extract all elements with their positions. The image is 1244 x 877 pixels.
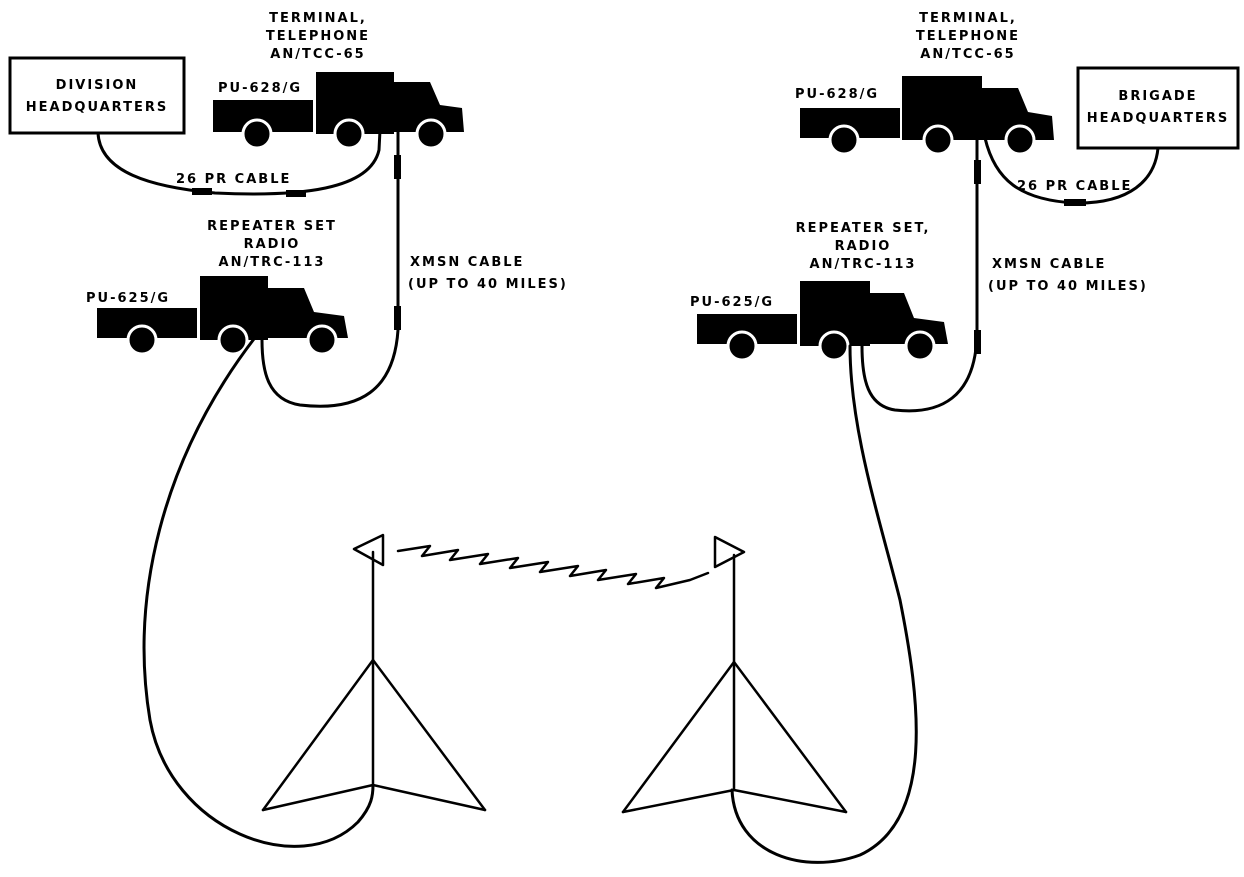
right-repeater-label-2: RADIO: [835, 239, 892, 254]
right-cable-connector-1: [1064, 199, 1086, 206]
right-repeater-label-3: AN/TRC-113: [810, 257, 917, 272]
right-xmsn-label-2: (UP TO 40 MILES): [988, 279, 1148, 294]
left-terminal-label-3: AN/TCC-65: [270, 47, 365, 62]
right-antenna-cable: [732, 346, 916, 862]
left-site: DIVISION HEADQUARTERS TERMINAL, TELEPHON…: [10, 11, 568, 846]
left-repeater-label-1: REPEATER SET: [207, 219, 337, 234]
right-terminal-label-3: AN/TCC-65: [920, 47, 1015, 62]
brigade-hq-label-1: BRIGADE: [1118, 89, 1197, 104]
division-hq-label-2: HEADQUARTERS: [26, 100, 168, 115]
right-repeater-generator-label: PU-625/G: [690, 295, 774, 310]
left-cable-connector-2: [286, 190, 306, 197]
right-terminal-generator-label: PU-628/G: [795, 87, 879, 102]
right-terminal-label-2: TELEPHONE: [916, 29, 1020, 44]
left-repeater-generator-label: PU-625/G: [86, 291, 170, 306]
left-26pr-cable-label: 26 PR CABLE: [176, 172, 291, 187]
right-site: BRIGADE HEADQUARTERS TERMINAL, TELEPHONE…: [623, 11, 1238, 862]
division-hq-label-1: DIVISION: [56, 78, 139, 93]
left-cable-connector-1: [192, 188, 212, 195]
left-xmsn-label-2: (UP TO 40 MILES): [408, 277, 568, 292]
left-terminal-label-1: TERMINAL,: [269, 11, 367, 26]
right-repeater-truck: [697, 281, 948, 360]
left-xmsn-connector-1: [394, 155, 401, 179]
right-xmsn-cable: [862, 138, 977, 411]
right-xmsn-connector-2: [974, 330, 981, 354]
left-antenna-cable: [144, 335, 373, 846]
right-xmsn-connector-1: [974, 160, 981, 184]
division-headquarters-box: [10, 58, 184, 133]
left-terminal-label-2: TELEPHONE: [266, 29, 370, 44]
brigade-hq-label-2: HEADQUARTERS: [1087, 111, 1229, 126]
brigade-headquarters-box: [1078, 68, 1238, 148]
left-repeater-truck: [97, 276, 348, 354]
right-terminal-label-1: TERMINAL,: [919, 11, 1017, 26]
right-repeater-label-1: REPEATER SET,: [796, 221, 931, 236]
right-antenna-icon: [715, 537, 744, 567]
left-antenna-icon: [354, 535, 383, 565]
right-xmsn-label-1: XMSN CABLE: [992, 257, 1106, 272]
left-repeater-label-3: AN/TRC-113: [219, 255, 326, 270]
left-terminal-generator-label: PU-628/G: [218, 81, 302, 96]
right-26pr-cable-label: 26 PR CABLE: [1017, 179, 1132, 194]
radio-link-zigzag: [398, 546, 708, 588]
left-antenna: [263, 535, 485, 810]
left-repeater-label-2: RADIO: [244, 237, 301, 252]
left-xmsn-connector-2: [394, 306, 401, 330]
left-xmsn-label-1: XMSN CABLE: [410, 255, 524, 270]
